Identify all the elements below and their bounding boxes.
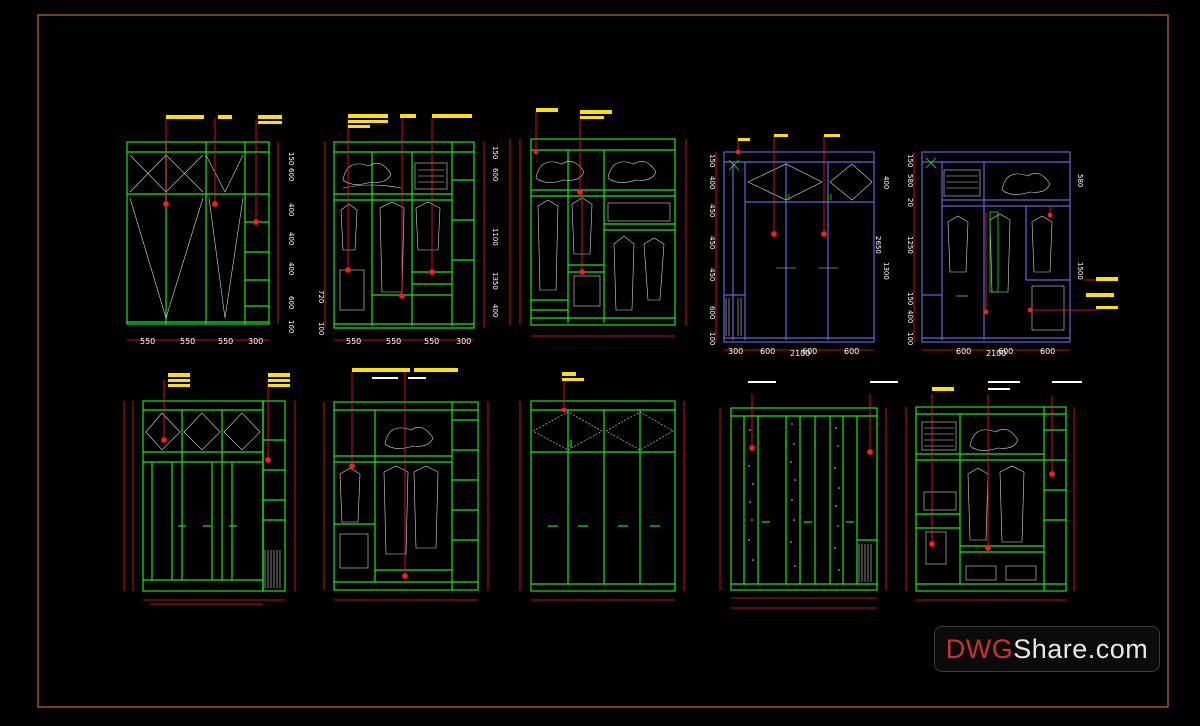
elevation-2: 550 550 550 300 150 600 1100 1350 720 40… [317,114,499,346]
elevation-1: 550 550 550 300 150 600 400 400 400 600 … [126,115,295,346]
elevation-3 [509,108,687,337]
elevation-7 [323,368,489,601]
dim-label: 150 [491,146,499,159]
dim-label: 600 [998,347,1013,356]
dim-label: 20 [906,198,914,207]
dim-label: 2100 [790,349,810,358]
dim-label: 2650 [874,236,882,254]
dim-label: 600 [708,306,716,319]
dim-label: 450 [708,236,716,249]
drawing-frame [37,14,1169,708]
dim-label: 400 [708,176,716,189]
dim-label: 300 [248,337,263,346]
dim-label: 1350 [491,272,499,290]
dim-label: 300 [728,347,743,356]
dim-label: 150 [906,154,914,167]
dim-label: 720 [317,290,325,303]
dim-label: 300 [456,337,471,346]
dim-label: 1100 [491,228,499,246]
dim-label: 580 [906,174,914,187]
elevation-8 [519,372,685,601]
dim-label: 2100 [986,349,1006,358]
dim-label: 100 [906,332,914,345]
dim-label: 600 [287,296,295,309]
dim-label: 400 [287,203,295,216]
dim-label: 600 [956,347,971,356]
dim-label: 400 [906,310,914,323]
dim-label: 550 [424,337,439,346]
dim-label: 1500 [1076,262,1084,280]
dim-label: 550 [140,337,155,346]
watermark-part-2: Share.com [1013,633,1149,664]
elevation-10 [905,381,1082,601]
dim-label: 100 [317,322,325,335]
dim-label: 400 [287,262,295,275]
dim-label: 550 [346,337,361,346]
dim-label: 600 [1040,347,1055,356]
dim-label: 550 [218,337,233,346]
elevation-4: 300 600 600 600 2100 150 400 450 450 450… [708,134,890,358]
dim-label: 580 [1076,174,1084,187]
elevation-5: 600 600 600 2100 150 580 20 1250 150 400… [906,151,1118,358]
elevation-6 [123,373,296,605]
dim-label: 150 [287,152,295,165]
dim-label: 1300 [882,262,890,280]
dim-label: 150 [708,154,716,167]
dim-label: 450 [708,204,716,217]
dim-label: 150 [906,292,914,305]
dim-label: 100 [287,320,295,333]
dim-label: 1250 [906,236,914,254]
watermark-part-1: DWG [945,633,1014,664]
dim-label: 600 [802,347,817,356]
dim-label: 600 [760,347,775,356]
dim-label: 100 [708,332,716,345]
dim-label: 600 [287,168,295,181]
dim-label: 450 [708,268,716,281]
dim-label: 400 [882,176,890,189]
dim-label: 550 [386,337,401,346]
dim-label: 600 [491,168,499,181]
elevation-9 [719,381,898,609]
dim-label: 400 [491,304,499,317]
dim-label: 550 [180,337,195,346]
dim-label: 600 [844,347,859,356]
dim-label: 400 [287,232,295,245]
